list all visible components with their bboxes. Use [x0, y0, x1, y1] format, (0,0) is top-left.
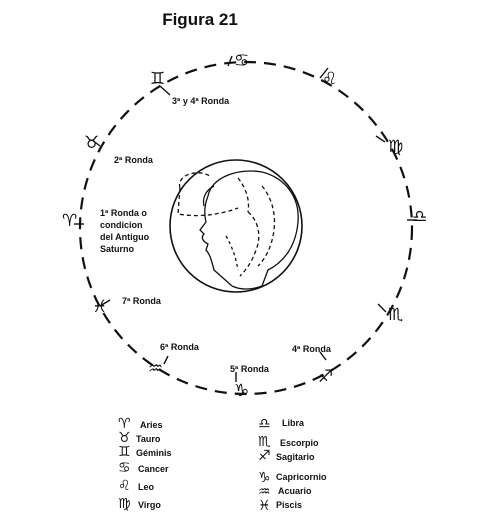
legend-gemini-label: Géminis	[136, 448, 172, 458]
aries-icon: ♈	[62, 211, 77, 231]
legend-pisces-icon: ♓	[258, 498, 271, 514]
scorpio-icon: ♏	[388, 305, 403, 325]
zodiac-orbit	[78, 60, 414, 396]
legend-aquarius-icon: ♒	[258, 484, 271, 500]
ronda-5-label: 5ª Ronda	[230, 364, 270, 374]
ronda-1-label-line-2: condicion	[100, 220, 143, 230]
taurus-icon: ♉	[84, 133, 99, 153]
legend-taurus-icon: ♉	[118, 430, 131, 446]
legend-leo-label: Leo	[138, 482, 155, 492]
cancer-icon: ♋	[234, 51, 249, 71]
figure-title: Figura 21	[162, 10, 238, 29]
ronda-1-label-line-4: Saturno	[100, 244, 135, 254]
ronda-3-4-label: 3ª y 4ª Ronda	[172, 96, 230, 106]
ronda-7-label: 7ª Ronda	[122, 296, 162, 306]
orbit-ticks	[74, 55, 417, 382]
legend-sagittarius-icon: ♐	[258, 448, 271, 464]
leo-icon: ♌	[322, 69, 337, 89]
gemini-icon: ♊	[150, 69, 165, 89]
head-profile-drawing	[177, 170, 299, 290]
legend-scorpio-label: Escorpio	[280, 438, 319, 448]
capricorn-icon: ♑	[234, 381, 249, 401]
pisces-icon: ♓	[92, 297, 107, 317]
legend-aquarius-label: Acuario	[278, 486, 312, 496]
legend-leo-icon: ♌	[118, 478, 131, 494]
ronda-1-label-line-1: 1ª Ronda o	[100, 208, 147, 218]
legend-scorpio-icon: ♏	[258, 434, 271, 450]
virgo-icon: ♍	[388, 137, 403, 157]
ronda-4-label: 4ª Ronda	[292, 344, 332, 354]
legend-virgo-icon: ♍	[118, 496, 131, 512]
sagittarius-icon: ♐	[318, 367, 333, 387]
legend-right: ♎ Libra ♏ Escorpio ♐ Sagitario ♑ Caprico…	[258, 416, 327, 514]
legend-capricorn-icon: ♑	[258, 470, 271, 486]
legend-taurus-label: Tauro	[136, 434, 161, 444]
legend-libra-icon: ♎	[258, 416, 271, 432]
legend-capricorn-label: Capricornio	[276, 472, 327, 482]
ronda-2-label: 2ª Ronda	[114, 155, 154, 165]
central-circle	[169, 159, 303, 293]
libra-icon: ♎	[412, 207, 427, 227]
ronda-1-label-line-3: del Antiguo	[100, 232, 150, 242]
legend-left: ♈ Aries ♉ Tauro ♊ Géminis ♋ Cancer ♌ Leo…	[118, 416, 172, 512]
legend-sagittarius-label: Sagitario	[276, 452, 315, 462]
aquarius-icon: ♒	[148, 359, 163, 379]
legend-libra-label: Libra	[282, 418, 305, 428]
legend-cancer-label: Cancer	[138, 464, 169, 474]
legend-virgo-label: Virgo	[138, 500, 161, 510]
ronda-6-label: 6ª Ronda	[160, 342, 200, 352]
legend-aries-label: Aries	[140, 420, 163, 430]
legend-cancer-icon: ♋	[118, 460, 131, 476]
legend-gemini-icon: ♊	[118, 444, 131, 460]
legend-aries-icon: ♈	[118, 416, 131, 432]
legend-pisces-label: Piscis	[276, 500, 302, 510]
